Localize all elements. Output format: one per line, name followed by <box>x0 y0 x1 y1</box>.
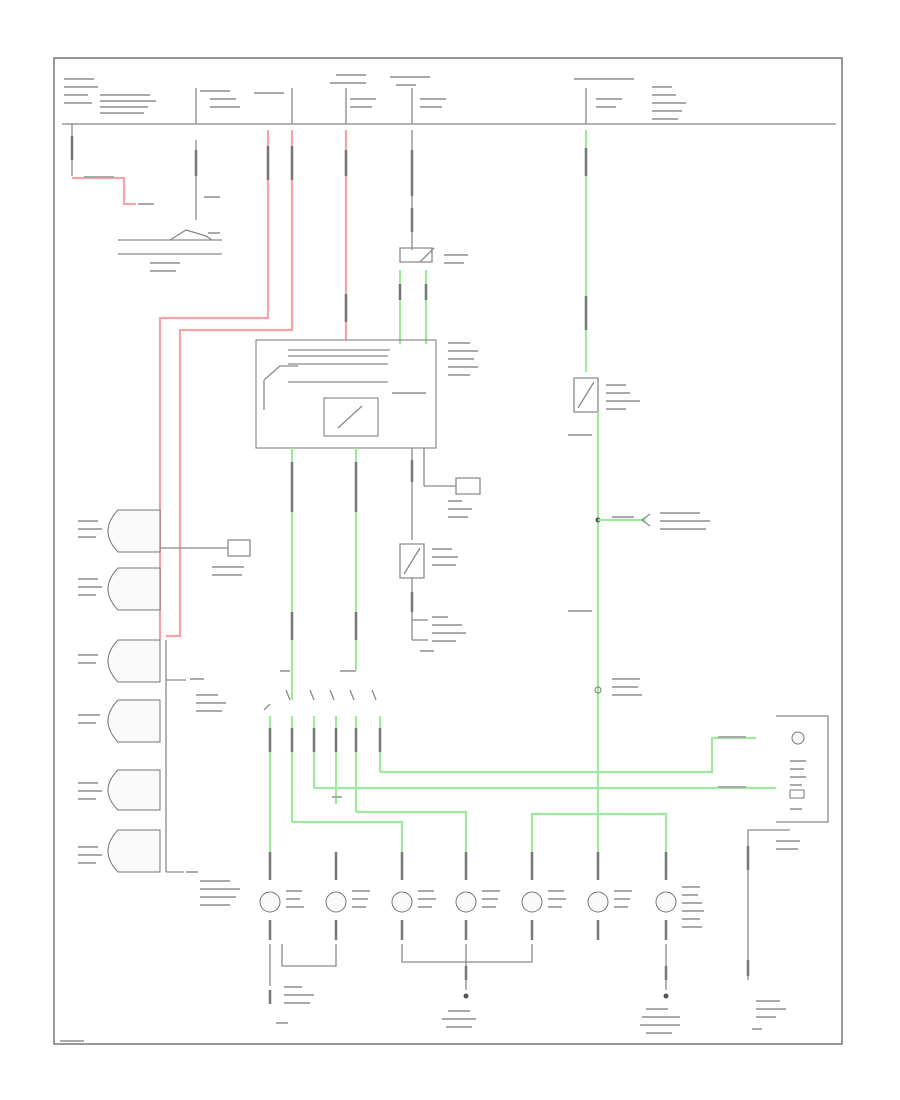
switch-outputs <box>290 448 481 700</box>
bottom-lamp-6 <box>587 852 632 940</box>
lamp-5 <box>78 769 161 811</box>
fuse-drops <box>70 88 587 176</box>
ground-connections <box>60 944 680 1042</box>
bottom-lamp-row <box>200 852 704 940</box>
left-lamp-stack <box>78 509 251 873</box>
hazard-feed <box>398 130 468 344</box>
bottom-lamp-4 <box>455 852 500 940</box>
bottom-lamp-3 <box>391 852 436 940</box>
lamp-1 <box>78 509 161 553</box>
green-distribution <box>292 736 776 880</box>
bottom-lamp-5 <box>521 852 566 940</box>
combination-switch-box <box>255 339 478 449</box>
lamp-2 <box>78 567 161 611</box>
bottom-lamp-1 <box>259 852 304 940</box>
bottom-lamp-7 <box>655 852 704 940</box>
lamp-6 <box>78 829 161 873</box>
diagram-frame <box>53 57 843 1045</box>
brake-circuit <box>568 130 710 880</box>
red-feed-wires <box>158 130 348 640</box>
bottom-switch-cluster <box>263 670 382 880</box>
bottom-lamp-2 <box>325 852 370 940</box>
fuse-label-group <box>64 74 686 120</box>
right-side-component <box>718 715 829 1030</box>
lamp-4 <box>78 699 161 743</box>
top-left-switch-circuit <box>72 140 222 272</box>
lamp-3 <box>78 639 161 683</box>
